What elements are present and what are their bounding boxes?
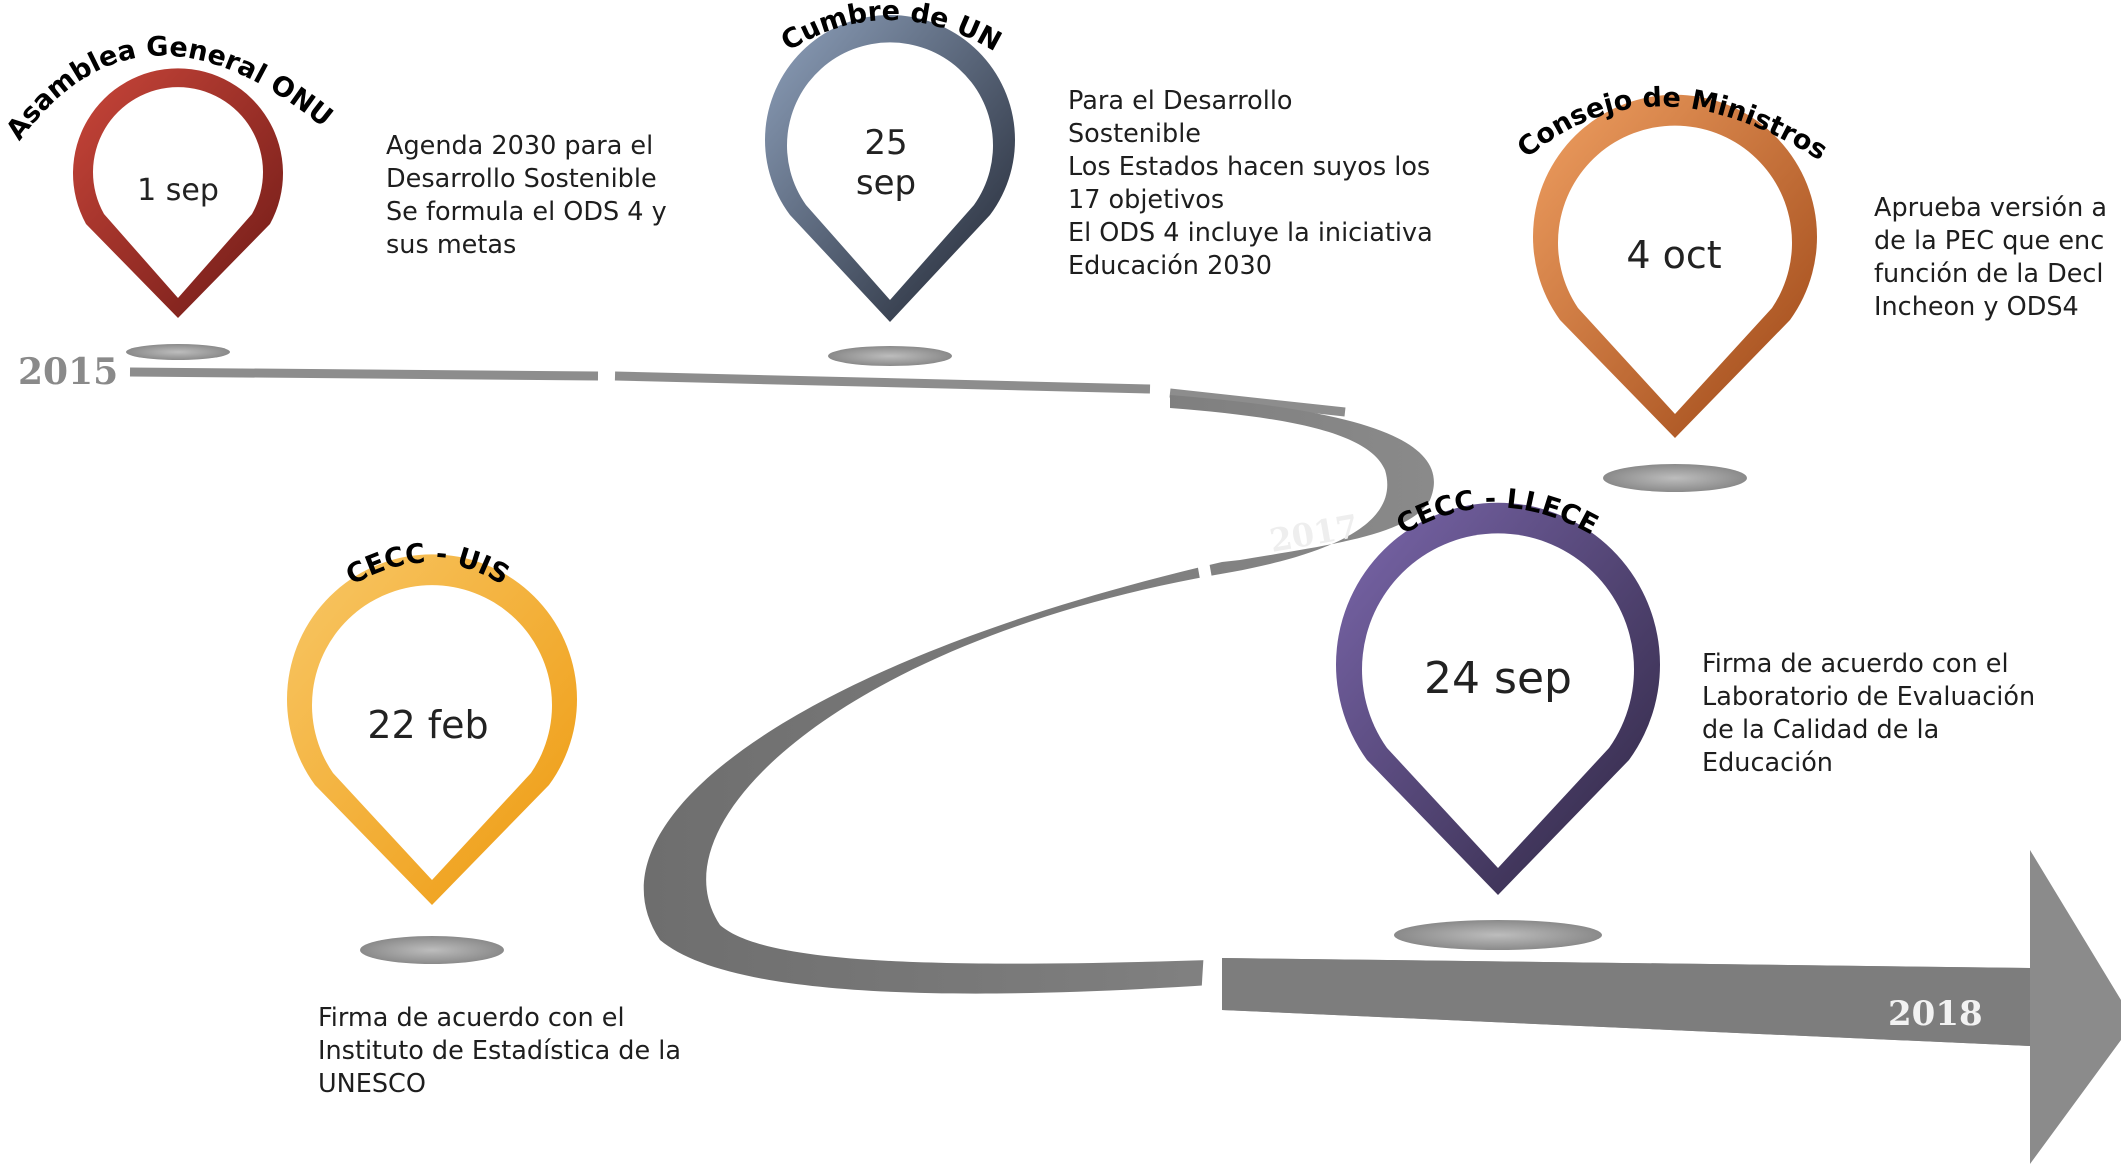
event-description-cumbre: Para el Desarrollo Sostenible Los Estado… — [1068, 85, 1433, 283]
pin-date-uis: 22 feb — [367, 703, 488, 747]
description-line: Firma de acuerdo con el — [318, 1003, 625, 1033]
description-line: Instituto de Estadística de la — [318, 1036, 682, 1066]
pin-asamblea: 1 sep — [73, 68, 283, 318]
pin-cumbre: 25 sep — [765, 15, 1016, 322]
pin-date-asamblea: 1 sep — [137, 173, 219, 208]
pin-shadow — [1603, 464, 1747, 492]
description-line: de la PEC que enc — [1874, 226, 2105, 256]
pin-shadow — [1394, 920, 1602, 950]
description-line: 17 objetivos — [1068, 185, 1225, 215]
event-description-uis: Firma de acuerdo con el Instituto de Est… — [318, 1002, 681, 1101]
description-line: sus metas — [386, 230, 517, 260]
description-line: Agenda 2030 para el — [386, 131, 654, 161]
description-line: Aprueba versión a — [1874, 193, 2108, 223]
year-end-label: 2018 — [1888, 994, 1983, 1034]
description-line: Los Estados hacen suyos los — [1068, 152, 1431, 182]
pin-date-llece: 24 sep — [1424, 653, 1572, 704]
description-line: de la Calidad de la — [1702, 715, 1940, 745]
event-description-llece: Firma de acuerdo con el Laboratorio de E… — [1702, 648, 2035, 780]
pin-shadow — [126, 344, 230, 360]
description-line: Educación — [1702, 748, 1833, 778]
description-line: UNESCO — [318, 1069, 426, 1099]
timeline-band — [129, 367, 2121, 1164]
pin-uis: 22 feb — [287, 554, 577, 905]
description-line: Para el Desarrollo — [1068, 86, 1293, 116]
description-line: Desarrollo Sostenible — [386, 164, 657, 194]
pin-date-consejo: 4 oct — [1626, 233, 1721, 277]
pin-llece: 24 sep — [1336, 502, 1661, 895]
pin-date-cumbre-day: 25 — [864, 123, 907, 163]
description-line: Incheon y ODS4 — [1874, 292, 2079, 322]
event-description-consejo: Aprueba versión a de la PEC que enc func… — [1874, 192, 2107, 324]
description-line: función de la Decl — [1874, 259, 2104, 289]
pin-date-cumbre-month: sep — [856, 163, 916, 203]
description-line: Educación 2030 — [1068, 251, 1272, 281]
description-line: Se formula el ODS 4 y — [386, 197, 667, 227]
timeline-top-line — [129, 367, 1346, 417]
event-description-asamblea: Agenda 2030 para el Desarrollo Sostenibl… — [386, 130, 667, 262]
pin-consejo: 4 oct — [1533, 94, 1817, 439]
description-line: Firma de acuerdo con el — [1702, 649, 2009, 679]
year-mid-label: 2017 — [1267, 507, 1361, 560]
pin-shadow — [360, 936, 504, 964]
timeline-curve — [643, 395, 1434, 994]
year-start-label: 2015 — [18, 351, 118, 393]
description-line: Sostenible — [1068, 119, 1201, 149]
description-line: El ODS 4 incluye la iniciativa — [1068, 218, 1433, 248]
description-line: Laboratorio de Evaluación — [1702, 682, 2036, 712]
pin-shadow — [828, 346, 952, 366]
